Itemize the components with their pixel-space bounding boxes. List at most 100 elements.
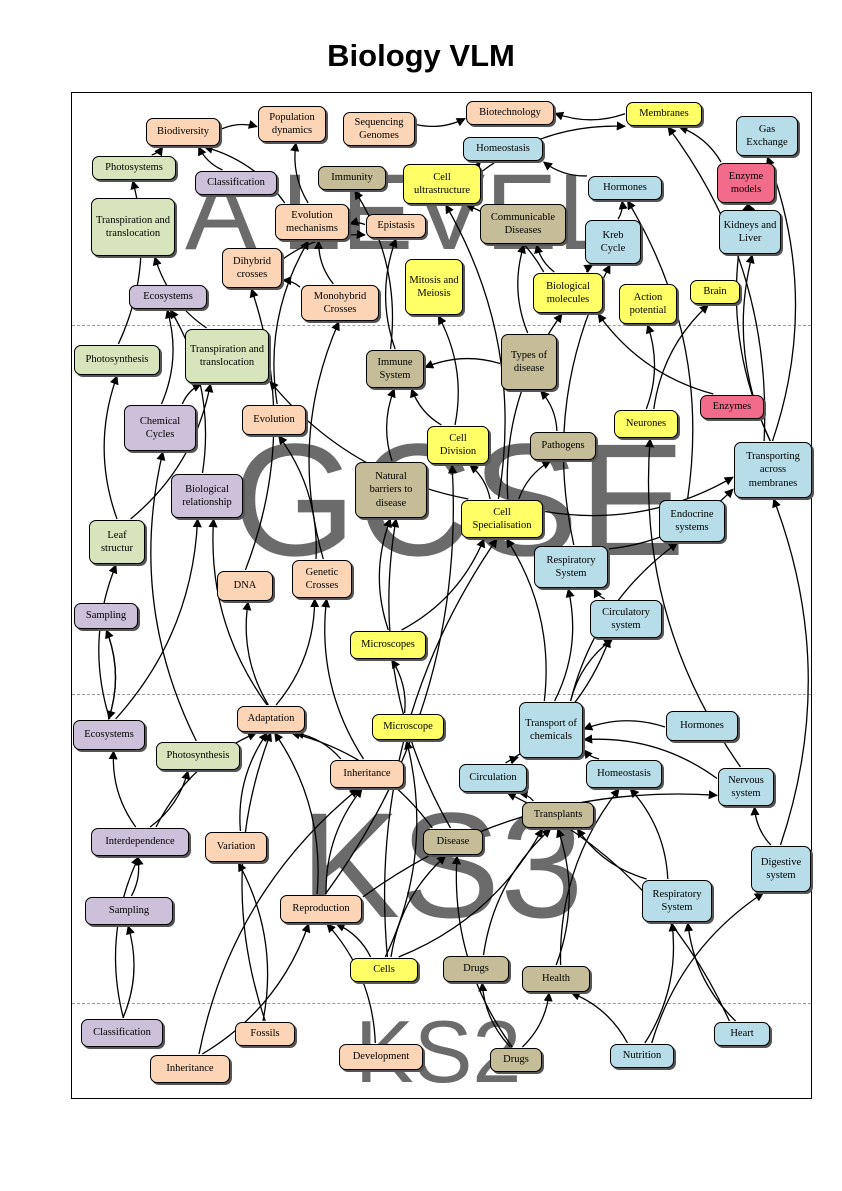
node-biodiversity[interactable]: Biodiversity [146, 118, 220, 146]
node-leaf-structur[interactable]: Leaf structur [89, 520, 145, 564]
node-ecosystems-alevel[interactable]: Ecosystems [129, 285, 207, 309]
node-evolution-mechanisms[interactable]: Evolution mechanisms [275, 204, 349, 240]
node-classification-alevel[interactable]: Classification [195, 171, 277, 195]
node-sampling-ks3[interactable]: Sampling [85, 897, 173, 925]
edge-reproduction-to-inheritance-ks3 [325, 788, 363, 895]
node-classification-ks2[interactable]: Classification [81, 1019, 163, 1047]
edge-adaptation-to-genetic-crosses [275, 598, 320, 706]
node-microscope[interactable]: Microscope [372, 714, 444, 740]
node-photosynthesis-gcse[interactable]: Photosynthesis [74, 345, 160, 375]
node-mitosis-and-meiosis[interactable]: Mitosis and Meiosis [405, 259, 463, 315]
edge-biodiversity-to-population-dynamics [220, 120, 258, 130]
edge-interdependence-to-photosynthesis-ks3 [149, 770, 191, 828]
node-photosystems[interactable]: Photosystems [92, 156, 176, 180]
node-pathogens[interactable]: Pathogens [530, 432, 596, 460]
edge-hormones-ks3-to-transport-chemicals [583, 720, 666, 731]
node-transplants[interactable]: Transplants [522, 802, 594, 828]
node-microscopes[interactable]: Microscopes [350, 631, 426, 659]
node-drugs-ks2[interactable]: Drugs [490, 1048, 542, 1072]
node-inheritance-ks2[interactable]: Inheritance [150, 1055, 230, 1083]
node-inheritance-ks3[interactable]: Inheritance [330, 760, 404, 788]
node-kreb-cycle[interactable]: Kreb Cycle [585, 220, 641, 264]
node-gas-exchange[interactable]: Gas Exchange [736, 116, 798, 156]
node-immunity[interactable]: Immunity [318, 166, 386, 190]
node-genetic-crosses[interactable]: Genetic Crosses [292, 560, 352, 598]
edge-nutrition-to-digestive-system [651, 892, 764, 1044]
node-sampling-gcse[interactable]: Sampling [74, 603, 138, 629]
node-evolution[interactable]: Evolution [242, 405, 306, 435]
node-transpiration-alevel[interactable]: Transpiration and translocation [91, 198, 175, 256]
node-drugs-ks3[interactable]: Drugs [443, 956, 509, 982]
node-disease[interactable]: Disease [423, 829, 483, 855]
edge-cell-specialisation-to-transpiration-gcse [269, 380, 469, 500]
edge-hormones-al-to-homeostasis-al [542, 161, 588, 177]
node-dna[interactable]: DNA [217, 571, 273, 601]
node-respiratory-system-gcse[interactable]: Respiratory System [534, 546, 608, 588]
node-circulation[interactable]: Circulation [459, 764, 527, 792]
edge-monohybrid-crosses-to-dihybrid-crosses [282, 276, 301, 288]
node-reproduction[interactable]: Reproduction [280, 895, 362, 923]
node-transporting-across-membranes[interactable]: Transporting across membranes [734, 442, 812, 498]
node-cells[interactable]: Cells [350, 958, 418, 982]
node-fossils[interactable]: Fossils [235, 1022, 295, 1046]
node-chemical-cycles[interactable]: Chemical Cycles [124, 405, 196, 451]
edge-microscope-to-microscopes [391, 659, 406, 714]
node-interdependence[interactable]: Interdependence [91, 828, 189, 856]
node-ecosystems-ks3[interactable]: Ecosystems [73, 720, 145, 750]
diagram-frame [71, 92, 812, 1099]
node-enzymes[interactable]: Enzymes [700, 395, 764, 419]
node-sequencing-genomes[interactable]: Sequencing Genomes [343, 112, 415, 146]
node-neurones[interactable]: Neurones [614, 410, 678, 438]
node-homeostasis-ks3[interactable]: Homeostasis [586, 760, 662, 788]
edge-biological-relationship-to-ecosystems-al [169, 309, 207, 474]
node-hormones-alevel[interactable]: Hormones [588, 176, 662, 200]
node-cell-specialisation[interactable]: Cell Specialisation [461, 500, 543, 538]
edge-enzymes-to-biological-molecules [597, 313, 714, 395]
node-variation[interactable]: Variation [205, 832, 267, 862]
edge-inheritance-ks3-to-genetic-crosses [321, 598, 365, 760]
node-membranes[interactable]: Membranes [626, 102, 702, 126]
node-heart[interactable]: Heart [714, 1022, 770, 1046]
edge-biological-molecules-to-kreb-cycle [583, 264, 594, 273]
node-health[interactable]: Health [522, 966, 590, 992]
node-communicable-diseases[interactable]: Communicable Diseases [480, 204, 566, 244]
node-epistasis[interactable]: Epistasis [366, 214, 426, 238]
edge-ecosystems-ks3-to-biological-relationship [115, 518, 202, 720]
node-transport-of-chemicals[interactable]: Transport of chemicals [519, 702, 583, 758]
node-circulatory-system[interactable]: Circulatory system [590, 600, 662, 638]
node-cell-division[interactable]: Cell Division [427, 426, 489, 464]
node-development[interactable]: Development [339, 1044, 423, 1070]
edge-cell-specialisation-to-cell-ultrastructure [445, 204, 506, 500]
node-population-dynamics[interactable]: Population dynamics [258, 106, 326, 142]
node-action-potential[interactable]: Action potential [619, 284, 677, 324]
node-biological-relationship[interactable]: Biological relationship [171, 474, 243, 518]
node-photosynthesis-ks3[interactable]: Photosynthesis [156, 742, 240, 770]
node-respiratory-system-ks3[interactable]: Respiratory System [642, 880, 712, 922]
node-nervous-system[interactable]: Nervous system [718, 768, 774, 806]
node-adaptation[interactable]: Adaptation [237, 706, 305, 732]
edge-drugs-ks2-to-health [521, 992, 553, 1048]
node-enzyme-models[interactable]: Enzyme models [717, 163, 775, 203]
node-immune-system[interactable]: Immune System [366, 350, 424, 388]
node-homeostasis-alevel[interactable]: Homeostasis [463, 137, 543, 161]
edge-inheritance-ks3-to-adaptation [294, 729, 342, 760]
node-natural-barriers-to-disease[interactable]: Natural barriers to disease [355, 462, 427, 518]
node-endocrine-systems[interactable]: Endocrine systems [659, 500, 725, 542]
node-digestive-system[interactable]: Digestive system [751, 846, 811, 892]
node-cell-ultrastructure[interactable]: Cell ultrastructure [403, 164, 481, 204]
node-hormones-ks3[interactable]: Hormones [666, 711, 738, 741]
edge-sampling-ks3-to-interdependence [130, 856, 144, 897]
node-kidneys-and-liver[interactable]: Kidneys and Liver [719, 210, 781, 254]
node-brain[interactable]: Brain [690, 280, 740, 304]
edge-ecosystems-ks3-to-leaf-structur [98, 564, 118, 720]
node-dihybrid-crosses[interactable]: Dihybrid crosses [222, 248, 282, 288]
node-transpiration-gcse[interactable]: Transpiration and translocation [185, 329, 269, 383]
edge-natural-barriers-to-immune-system [385, 388, 396, 462]
node-nutrition[interactable]: Nutrition [610, 1044, 674, 1068]
node-biotechnology[interactable]: Biotechnology [466, 101, 554, 125]
node-monohybrid-crosses[interactable]: Monohybrid Crosses [301, 285, 379, 321]
node-biological-molecules[interactable]: Biological molecules [533, 273, 603, 313]
edge-homeostasis-ks3-to-transport-chemicals [583, 749, 600, 760]
edge-digestive-system-to-nervous-system [750, 806, 772, 846]
node-types-of-disease[interactable]: Types of disease [501, 334, 557, 390]
